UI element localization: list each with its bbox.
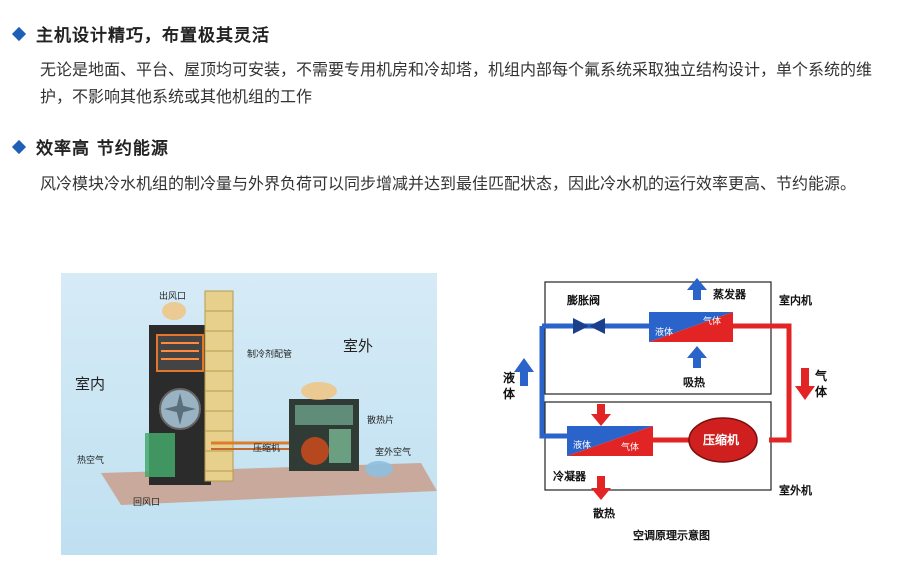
label-outdoor-unit: 室外机: [779, 483, 812, 497]
hot-air-filter: [145, 433, 175, 477]
label-hot-air: 热空气: [77, 454, 104, 466]
label-absorb-heat: 吸热: [683, 375, 705, 389]
expansion-valve-icon-right: [589, 318, 605, 334]
section-heading-1: 主机设计精巧，布置极其灵活: [11, 21, 270, 46]
coil-lines: [161, 342, 199, 360]
fan-blades: [164, 393, 196, 425]
label-outlet: 出风口: [159, 290, 186, 302]
compressor-icon: [301, 437, 329, 465]
label-indoor: 室内: [75, 375, 105, 393]
diamond-bullet-icon: [11, 139, 27, 154]
label-outdoor-air: 室外空气: [375, 446, 411, 458]
liquid-line-left: [539, 326, 567, 439]
installation-illustration: 出风口 室内 室外 制冷剂配管 散热片 压缩机 热空气 室外空气 回风口: [61, 273, 437, 555]
wall: [204, 290, 234, 482]
label-release-heat: 散热: [593, 506, 615, 520]
expansion-valve-icon: [573, 318, 589, 334]
label-fin: 散热片: [367, 414, 394, 426]
label-indoor-unit: 室内机: [779, 293, 812, 307]
outlet-air: [162, 302, 186, 320]
label-compressor: 压缩机: [253, 442, 280, 454]
outdoor-outlet-air: [301, 382, 337, 400]
arrow-up-liquid-icon: [514, 358, 534, 386]
label-expansion-valve: 膨胀阀: [566, 293, 600, 307]
label-cond-liquid: 液体: [573, 439, 591, 451]
arrow-up-evaporator-icon: [687, 278, 707, 300]
label-cond-gas: 气体: [621, 441, 639, 453]
label-liquid-side-1: 液: [503, 370, 515, 385]
condenser-fins: [295, 405, 353, 425]
condenser-gas-half: [567, 426, 653, 456]
brick-lines: [205, 310, 233, 472]
heading-text: 效率高 节约能源: [36, 139, 169, 159]
heading-text: 主机设计精巧，布置极其灵活: [36, 26, 270, 46]
label-outdoor: 室外: [343, 337, 373, 355]
diamond-bullet-icon: [11, 26, 27, 41]
evaporator-coil: [156, 334, 204, 372]
arrow-down-condenser-icon: [591, 404, 611, 426]
label-gas-side-1: 气: [814, 368, 827, 383]
arrow-down-gas-icon: [795, 368, 815, 400]
label-liquid-side-2: 体: [503, 386, 516, 401]
diagram-caption: 空调原理示意图: [633, 528, 710, 542]
arrow-down-release-icon: [591, 476, 611, 500]
label-evap-liquid: 液体: [655, 326, 673, 338]
label-compressor: 压缩机: [703, 432, 739, 447]
outdoor-intake-air: [365, 461, 393, 477]
label-evap-gas: 气体: [703, 315, 721, 327]
label-condenser: 冷凝器: [553, 469, 587, 483]
outdoor-coil: [329, 429, 351, 463]
section-heading-2: 效率高 节约能源: [11, 134, 169, 159]
label-gas-side-2: 体: [815, 384, 828, 399]
compressor-icon: [688, 417, 758, 463]
section-paragraph-2: 风冷模块冷水机组的制冷量与外界负荷可以同步增减并达到最佳匹配状态，因此冷水机的运…: [40, 174, 857, 193]
arrow-up-absorb-icon: [687, 346, 707, 368]
outdoor-unit-frame: [544, 401, 772, 491]
evaporator-gas-half: [649, 312, 733, 342]
section-paragraph-1: 无论是地面、平台、屋顶均可安装，不需要专用机房和冷却塔，机组内部每个氟系统采取独…: [40, 60, 873, 106]
indoor-unit-frame: [544, 281, 772, 395]
label-evaporator: 蒸发器: [713, 287, 747, 301]
label-return-air: 回风口: [133, 497, 160, 508]
label-pipe: 制冷剂配管: [247, 348, 292, 360]
gas-line-right: [733, 323, 792, 443]
ac-principle-diagram: 膨胀阀 蒸发器 室内机 液体 气体 吸热 液 体 气 体 液体 气体 压缩机 冷…: [497, 276, 837, 546]
background: [61, 273, 437, 555]
